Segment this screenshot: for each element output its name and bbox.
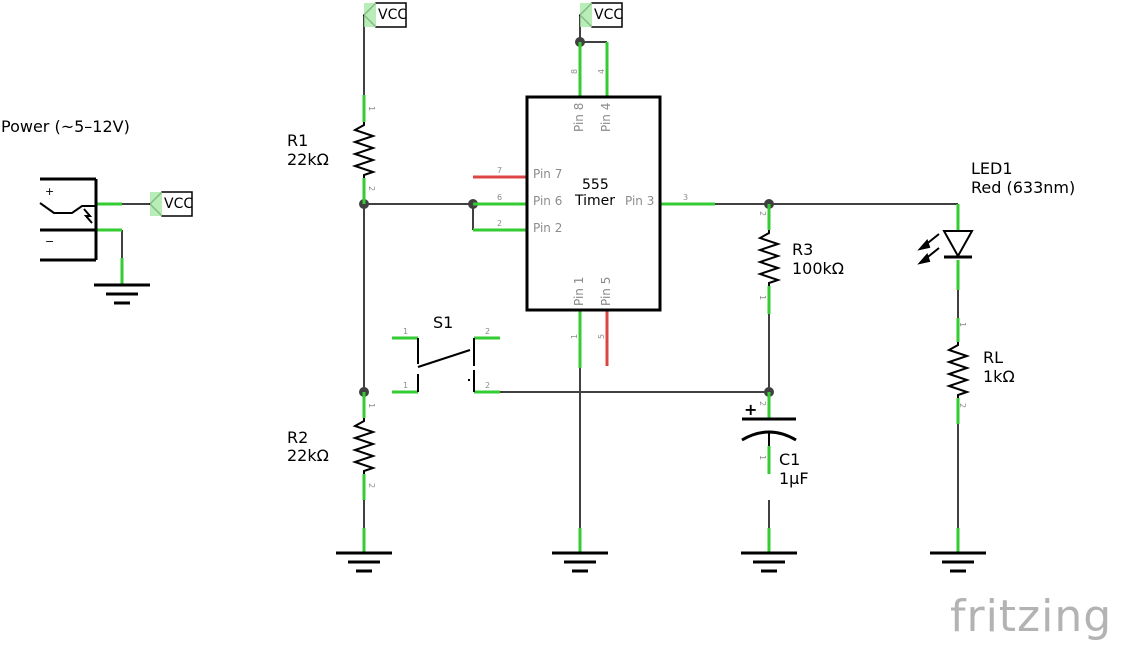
led1-symbol (917, 230, 974, 265)
r1-name: R1 (287, 131, 309, 150)
s1-pin-number: 2 (485, 381, 491, 390)
s1-pin-number: 1 (403, 381, 409, 390)
r1-pin-top-number: 1 (367, 106, 376, 112)
r3-symbol (756, 230, 782, 286)
led1-name: LED1 (971, 159, 1013, 178)
vcc-flag-highlight (364, 3, 376, 27)
s1-pin-number: 2 (485, 327, 491, 336)
r2-pin-bottom-number: 2 (367, 483, 376, 489)
led-triangle (942, 230, 974, 259)
vcc-flag-highlight (150, 192, 162, 216)
jack-bolt (83, 208, 93, 224)
power-jack-symbol (39, 177, 98, 262)
c1-polarity: + (744, 400, 758, 419)
pin8-number: 8 (570, 68, 579, 74)
pin1-label: Pin 1 (572, 276, 586, 306)
vcc-net-label: VCC (594, 7, 624, 23)
r3-pin-bottom-number: 1 (758, 295, 767, 301)
pin-stubs (96, 42, 960, 552)
c1-value: 1µF (779, 469, 809, 488)
power-label: Power (~5–12V) (1, 117, 130, 136)
pin8-label: Pin 8 (572, 102, 586, 132)
r2-pin-top-number: 1 (367, 403, 376, 409)
pin7-label: Pin 7 (533, 167, 563, 181)
rl-value: 1kΩ (983, 367, 1015, 386)
pin3-label: Pin 3 (625, 194, 655, 208)
pin5-label: Pin 5 (599, 276, 613, 306)
power-minus-sign: − (45, 235, 55, 248)
vcc-labels (148, 2, 623, 217)
pin4-number: 4 (597, 68, 606, 74)
pin2-number: 2 (497, 219, 503, 228)
r3-name: R3 (792, 240, 814, 259)
s1-blade (417, 349, 471, 368)
rl-symbol (945, 342, 971, 398)
ground-icon (930, 551, 986, 573)
ground-icon (552, 551, 608, 573)
pin5-number: 5 (597, 333, 606, 339)
r1-value: 22kΩ (287, 150, 329, 169)
timer-title: 555 (582, 177, 609, 193)
vcc-net-label: VCC (164, 196, 194, 212)
r2-value: 22kΩ (287, 446, 329, 465)
rl-pin-bottom-number: 2 (958, 403, 967, 409)
timer-555-body (525, 95, 662, 312)
vcc-net-label: VCC (378, 7, 408, 23)
r1-symbol (351, 122, 377, 178)
c1-pin-bottom-number: 1 (758, 455, 767, 461)
ground-symbols (94, 283, 986, 573)
fritzing-logo: fritzing (950, 591, 1113, 642)
s1-symbol (417, 338, 475, 392)
vcc-flag-highlight (580, 3, 592, 27)
power-plus-sign: + (45, 185, 55, 198)
pin4-label: Pin 4 (599, 102, 613, 132)
unconnected-pins (473, 175, 609, 366)
timer-subtitle: Timer (575, 193, 616, 209)
r2-name: R2 (287, 428, 309, 447)
c1-pin-top-number: 2 (758, 401, 767, 407)
pin1-number: 1 (570, 333, 579, 339)
c1-symbol (741, 417, 797, 446)
ground-icon (741, 551, 797, 573)
resistor-symbols (351, 122, 971, 474)
led-ray-head (917, 253, 931, 265)
r3-value: 100kΩ (792, 259, 845, 278)
pin2-label: Pin 2 (533, 221, 563, 235)
ground-icon (94, 283, 150, 305)
led-ray-head (917, 239, 931, 251)
r2-symbol (351, 418, 377, 474)
jack-spring (39, 202, 96, 214)
pin7-number: 7 (497, 166, 503, 175)
pin6-label: Pin 6 (533, 194, 563, 208)
pin6-number: 6 (497, 193, 503, 202)
ground-icon (336, 551, 392, 573)
s1-pin-number: 1 (403, 327, 409, 336)
r3-pin-top-number: 2 (758, 211, 767, 217)
rl-name: RL (983, 348, 1004, 367)
r1-pin-bottom-number: 2 (367, 186, 376, 192)
s1-name: S1 (433, 313, 454, 332)
led1-value: Red (633nm) (971, 178, 1076, 197)
rl-pin-top-number: 1 (958, 322, 967, 328)
pin3-number: 3 (683, 193, 689, 202)
c1-name: C1 (779, 450, 801, 469)
